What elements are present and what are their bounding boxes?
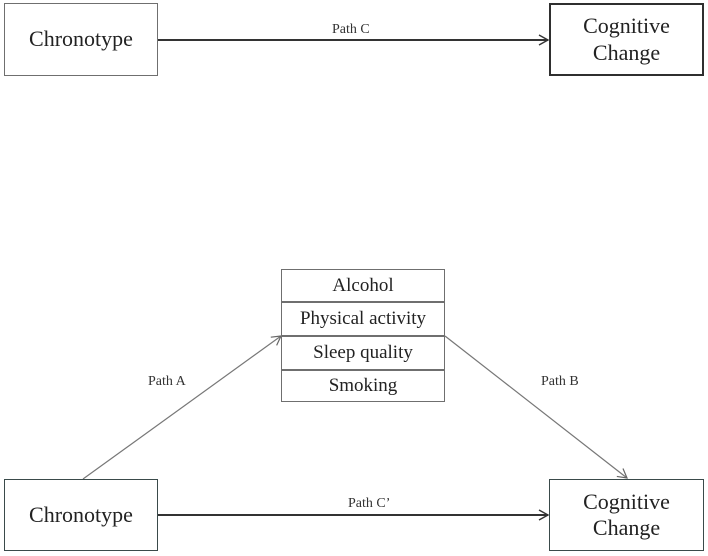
bottom-outcome-line-1: Cognitive bbox=[583, 488, 670, 514]
mediator-label: Smoking bbox=[328, 375, 398, 396]
mediator-smoking-box: Smoking bbox=[281, 370, 445, 402]
top-outcome-line-1: Cognitive bbox=[583, 13, 670, 39]
bottom-chronotype-box: Chronotype bbox=[4, 479, 158, 551]
top-cognitive-change-label: Cognitive Change bbox=[583, 13, 670, 66]
top-chronotype-label: Chronotype bbox=[29, 26, 133, 52]
path-a-label: Path A bbox=[148, 374, 186, 389]
mediator-label: Physical activity bbox=[299, 308, 427, 329]
mediator-alcohol-box: Alcohol bbox=[281, 269, 445, 302]
bottom-cognitive-change-box: Cognitive Change bbox=[549, 479, 704, 551]
top-chronotype-box: Chronotype bbox=[4, 3, 158, 76]
bottom-cognitive-change-label: Cognitive Change bbox=[583, 489, 670, 542]
path-c-prime-label: Path C’ bbox=[348, 496, 391, 511]
path-b-arrow bbox=[444, 335, 628, 479]
top-cognitive-change-box: Cognitive Change bbox=[549, 3, 704, 76]
mediator-sleep-quality-box: Sleep quality bbox=[281, 336, 445, 370]
path-b-label: Path B bbox=[541, 374, 579, 389]
path-a-arrow bbox=[82, 335, 283, 480]
top-outcome-line-2: Change bbox=[592, 39, 661, 65]
bottom-outcome-line-2: Change bbox=[592, 515, 661, 540]
mediator-label: Alcohol bbox=[332, 274, 394, 296]
mediator-physical-activity-box: Physical activity bbox=[281, 302, 445, 336]
bottom-chronotype-label: Chronotype bbox=[29, 501, 133, 527]
path-c-label: Path C bbox=[332, 22, 370, 37]
mediator-label: Sleep quality bbox=[313, 342, 413, 363]
